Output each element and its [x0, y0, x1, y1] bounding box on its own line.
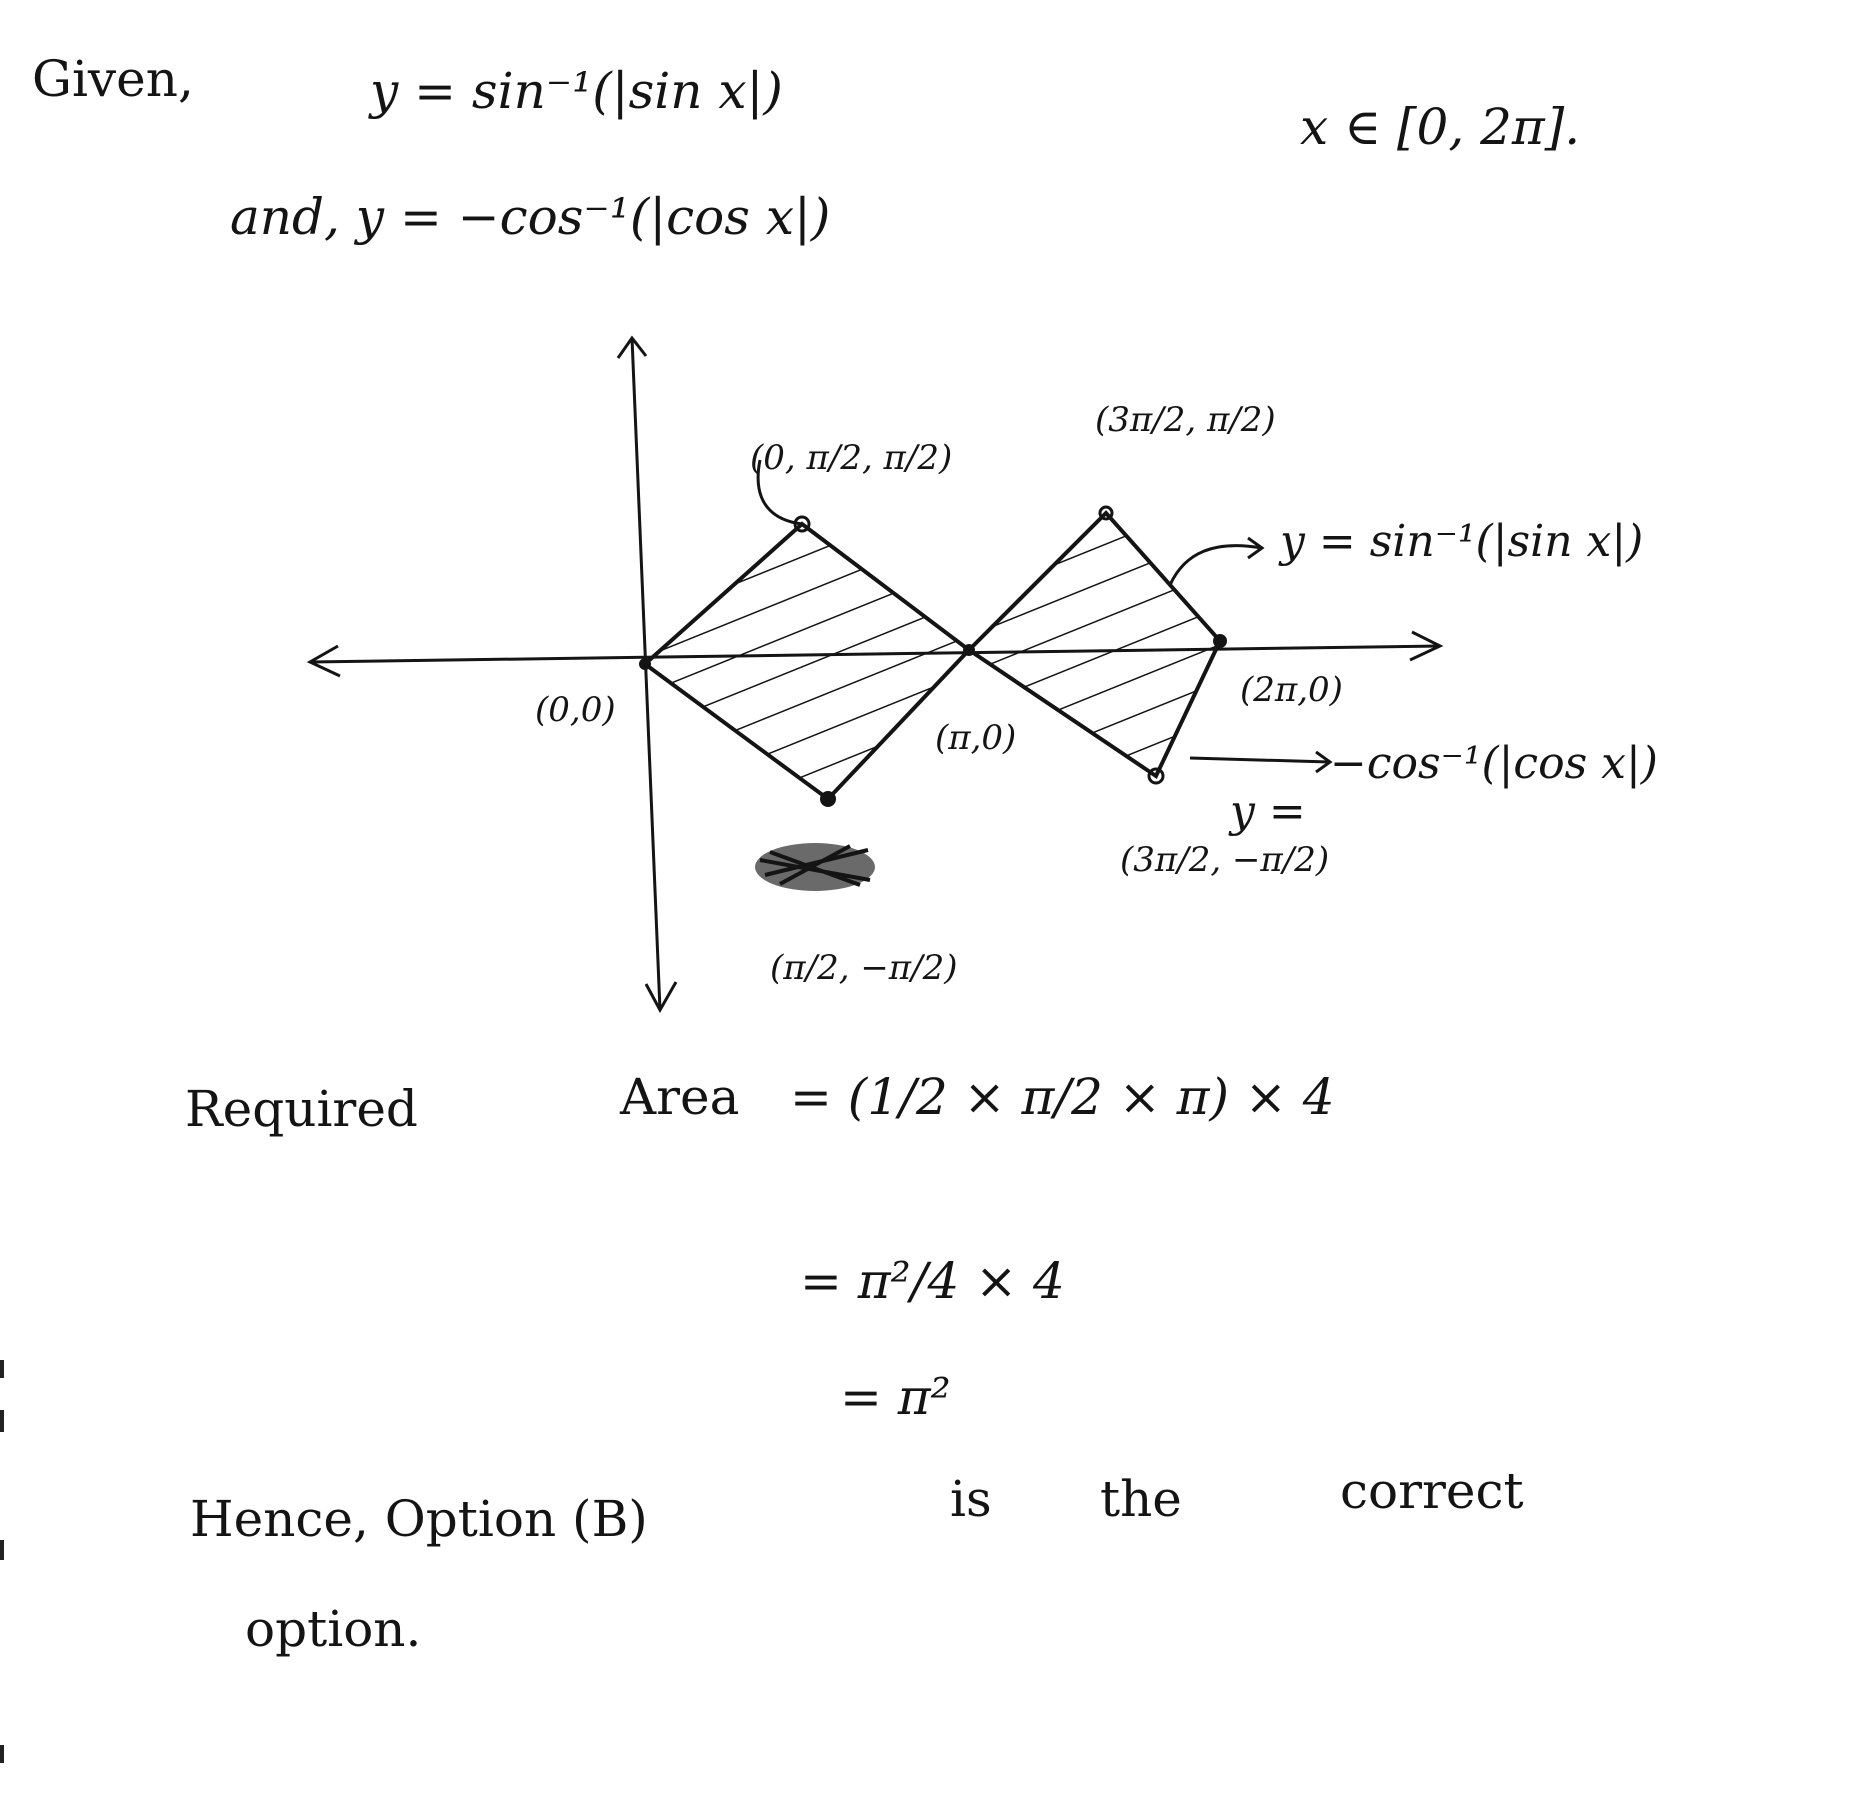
- conclusion-the: the: [1100, 1470, 1182, 1528]
- label-curve-cos-y: y =: [1230, 786, 1306, 837]
- conclusion-is: is: [950, 1470, 992, 1528]
- label-pi: (π,0): [935, 718, 1017, 758]
- label-point-bottom-right: (3π/2, −π/2): [1120, 840, 1330, 880]
- area-step-2: = π²/4 × 4: [800, 1252, 1065, 1310]
- x-axis-right-arrow: [1409, 630, 1444, 662]
- label-point-bottom-left: (π/2, −π/2): [770, 948, 958, 988]
- leader-cos-label: [1189, 756, 1331, 764]
- point-bottom-left: [820, 791, 836, 807]
- y-axis-down-arrow: [644, 981, 678, 1014]
- y-axis: [630, 337, 662, 1011]
- point-2pi: [1213, 634, 1227, 648]
- point-top-right: [1098, 505, 1114, 521]
- label-curve-cos: −cos⁻¹(|cos x|): [1330, 738, 1658, 789]
- leader-sin-arrowhead: [1247, 536, 1265, 560]
- margin-mark: [0, 1540, 4, 1560]
- label-curve-sin: y = sin⁻¹(|sin x|): [1280, 516, 1644, 567]
- point-pi: [963, 644, 975, 656]
- area-step-1: = (1/2 × π/2 × π) × 4: [790, 1068, 1335, 1126]
- margin-mark: [0, 1360, 4, 1378]
- area-step-3: = π²: [840, 1368, 951, 1426]
- x-axis: [309, 644, 1441, 664]
- conclusion-hence: Hence, Option (B): [190, 1490, 648, 1548]
- conclusion-option: option.: [245, 1600, 422, 1658]
- leader-top-left: [756, 459, 803, 526]
- scribble-blot: [755, 843, 875, 891]
- shaded-region-left: [645, 524, 969, 799]
- label-origin: (0,0): [535, 690, 616, 730]
- leader-cos-arrowhead: [1315, 750, 1333, 774]
- label-point-top-right: (3π/2, π/2): [1095, 400, 1276, 440]
- leader-sin-label: [1168, 544, 1263, 586]
- point-bottom-right: [1147, 767, 1165, 785]
- y-axis-up-arrow: [616, 335, 648, 359]
- domain-text: x ∈ [0, 2π].: [1300, 98, 1581, 156]
- given-label: Given,: [32, 50, 194, 108]
- area-label: Area: [620, 1068, 740, 1126]
- conclusion-correct: correct: [1340, 1462, 1524, 1520]
- required-label: Required: [185, 1080, 418, 1138]
- label-point-top-left: (0, π/2, π/2): [750, 438, 953, 478]
- equation-cos: and, y = −cos⁻¹(|cos x|): [230, 188, 831, 246]
- label-2pi: (2π,0): [1240, 670, 1343, 710]
- shaded-region-right: [969, 513, 1220, 776]
- margin-mark: [0, 1745, 4, 1763]
- x-axis-left-arrow: [306, 644, 341, 678]
- equation-sin: y = sin⁻¹(|sin x|): [370, 62, 783, 120]
- margin-mark: [0, 1410, 4, 1432]
- graph: [306, 335, 1444, 1014]
- point-origin: [639, 658, 651, 670]
